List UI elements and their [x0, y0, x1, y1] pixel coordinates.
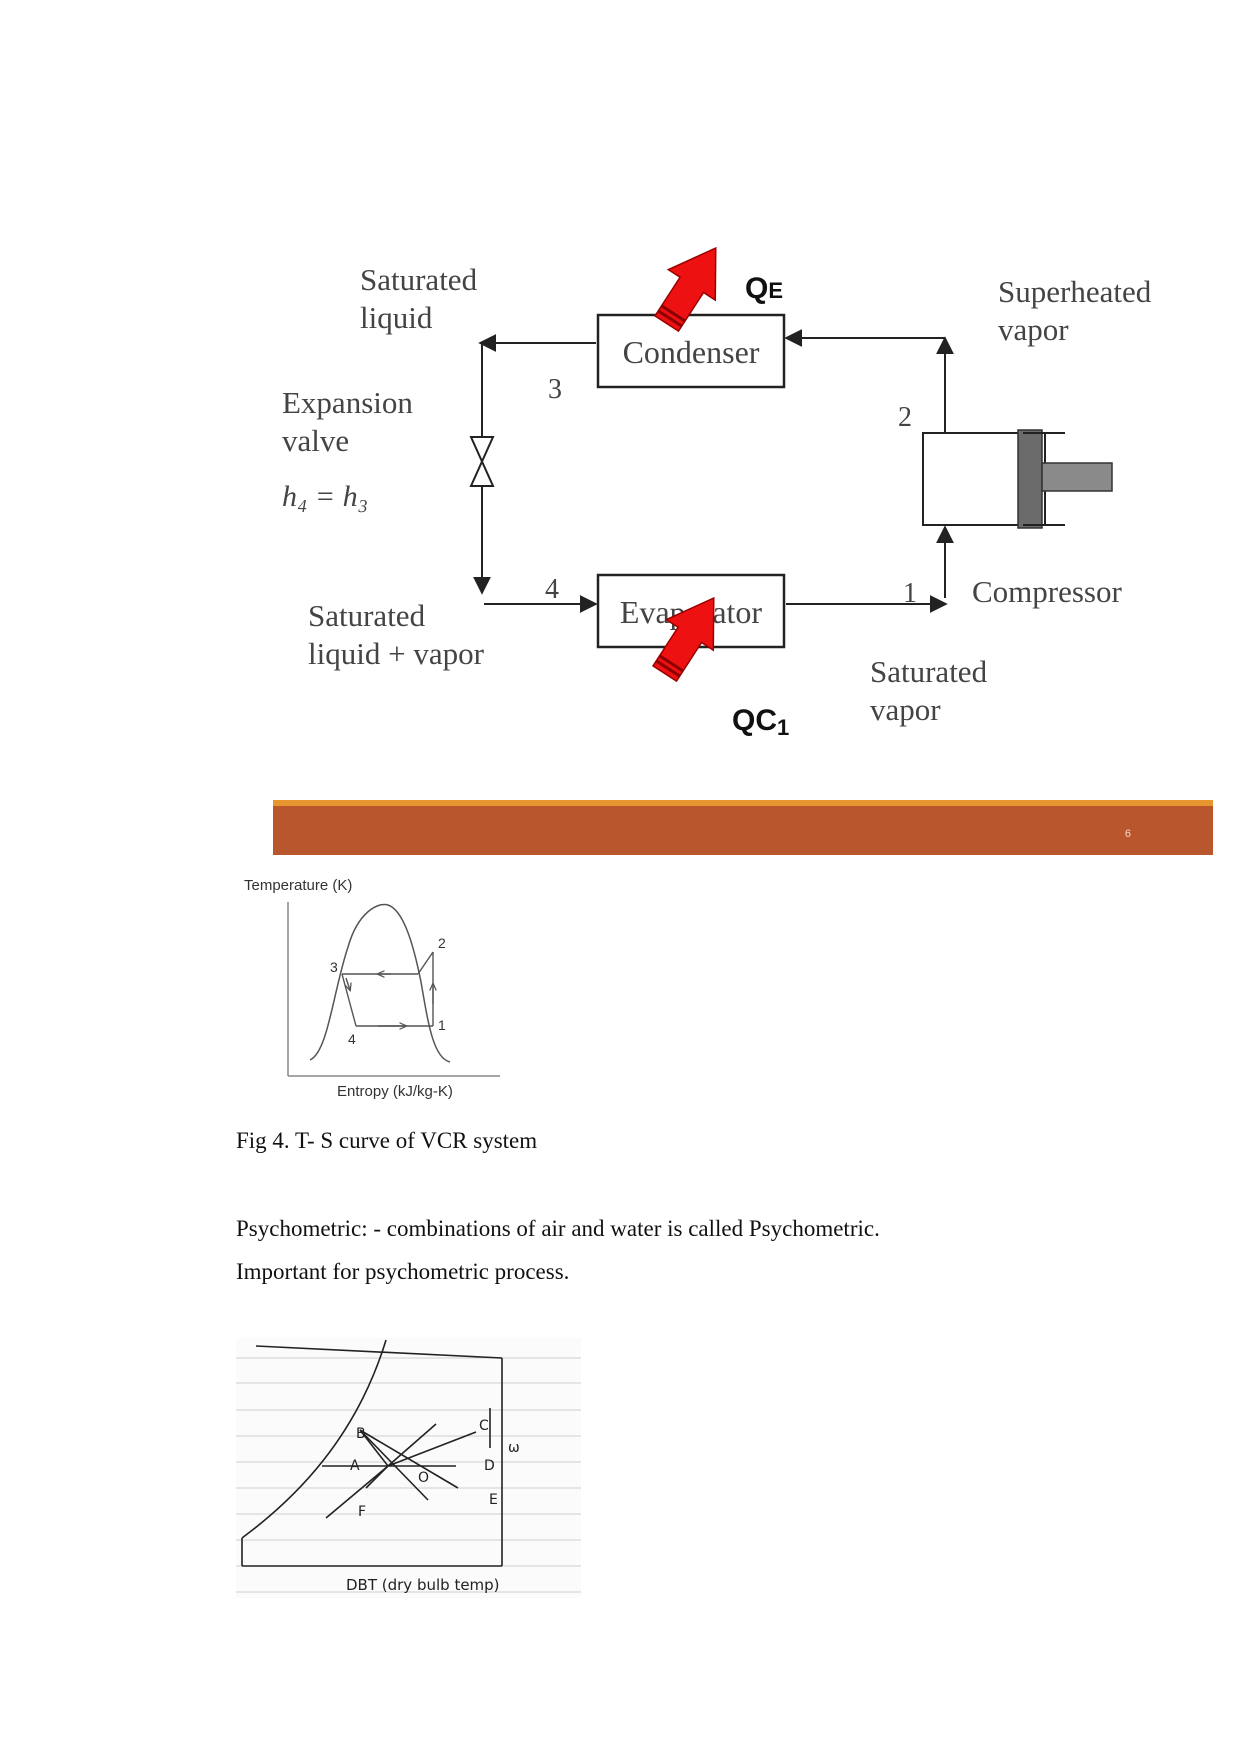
slide-page-number: 6 — [1124, 828, 1131, 840]
point-3-label: 3 — [548, 374, 562, 405]
saturated-vapor-label: Saturated vapor — [870, 654, 995, 727]
heat-rejection-arrow-icon — [653, 246, 717, 333]
ts-cycle — [341, 951, 433, 1026]
point-2-label: 2 — [898, 402, 912, 433]
vcr-cycle-diagram: Condenser Evaporator — [282, 246, 1159, 740]
sketch-lines — [241, 1339, 503, 1567]
enthalpy-relation: h₄ = h₃ — [282, 480, 368, 513]
ts-xlabel: Entropy (kJ/kg-K) — [337, 1083, 453, 1100]
condenser-label: Condenser — [623, 334, 760, 370]
psychometric-definition: Psychometric: - combinations of air and … — [236, 1216, 880, 1241]
heat-in-label: QC1 — [732, 704, 789, 740]
ts-point-2: 2 — [438, 935, 446, 951]
psychometric-important: Important for psychometric process. — [236, 1259, 570, 1284]
expansion-valve-label: Expansion valve — [282, 385, 421, 458]
svg-text:C: C — [479, 1418, 489, 1434]
svg-text:B: B — [356, 1426, 366, 1442]
heat-absorption-arrow-icon — [651, 596, 715, 683]
ts-saturation-dome — [309, 903, 451, 1063]
svg-text:DBT (dry bulb temp): DBT (dry bulb temp) — [346, 1576, 500, 1594]
heat-out-label: QE — [745, 272, 783, 305]
ts-point-1: 1 — [438, 1017, 446, 1033]
ts-point-3: 3 — [330, 959, 338, 975]
compressor-label: Compressor — [972, 574, 1123, 609]
fig4-caption: Fig 4. T- S curve of VCR system — [236, 1128, 538, 1153]
svg-text:O: O — [418, 1470, 429, 1486]
flow-lines — [473, 329, 954, 613]
expansion-valve-icon — [469, 436, 495, 487]
ts-diagram: Temperature (K) 3 2 1 4 Entropy (kJ/kg-K… — [244, 877, 500, 1100]
psychrometric-sketch: B A C D E F O ω DBT (dry bulb temp) — [236, 1338, 581, 1598]
saturated-liquid-label: Saturated liquid — [360, 262, 485, 335]
condenser-box — [596, 313, 786, 389]
compressor-icon — [922, 429, 1113, 529]
sketch-labels: B A C D E F O ω DBT (dry bulb temp) — [346, 1418, 520, 1594]
svg-text:D: D — [484, 1458, 495, 1474]
saturated-liquid-vapor-label: Saturated liquid + vapor — [308, 598, 485, 671]
point-1-label: 1 — [903, 578, 917, 609]
svg-text:A: A — [350, 1458, 360, 1474]
ts-point-4: 4 — [348, 1031, 356, 1047]
svg-text:E: E — [489, 1492, 498, 1508]
slide-footer-bar: 6 — [273, 800, 1213, 855]
svg-text:F: F — [358, 1504, 366, 1520]
ts-ylabel: Temperature (K) — [244, 877, 352, 894]
superheated-vapor-label: Superheated vapor — [998, 274, 1159, 347]
point-4-label: 4 — [545, 574, 559, 605]
svg-text:ω: ω — [508, 1440, 520, 1456]
